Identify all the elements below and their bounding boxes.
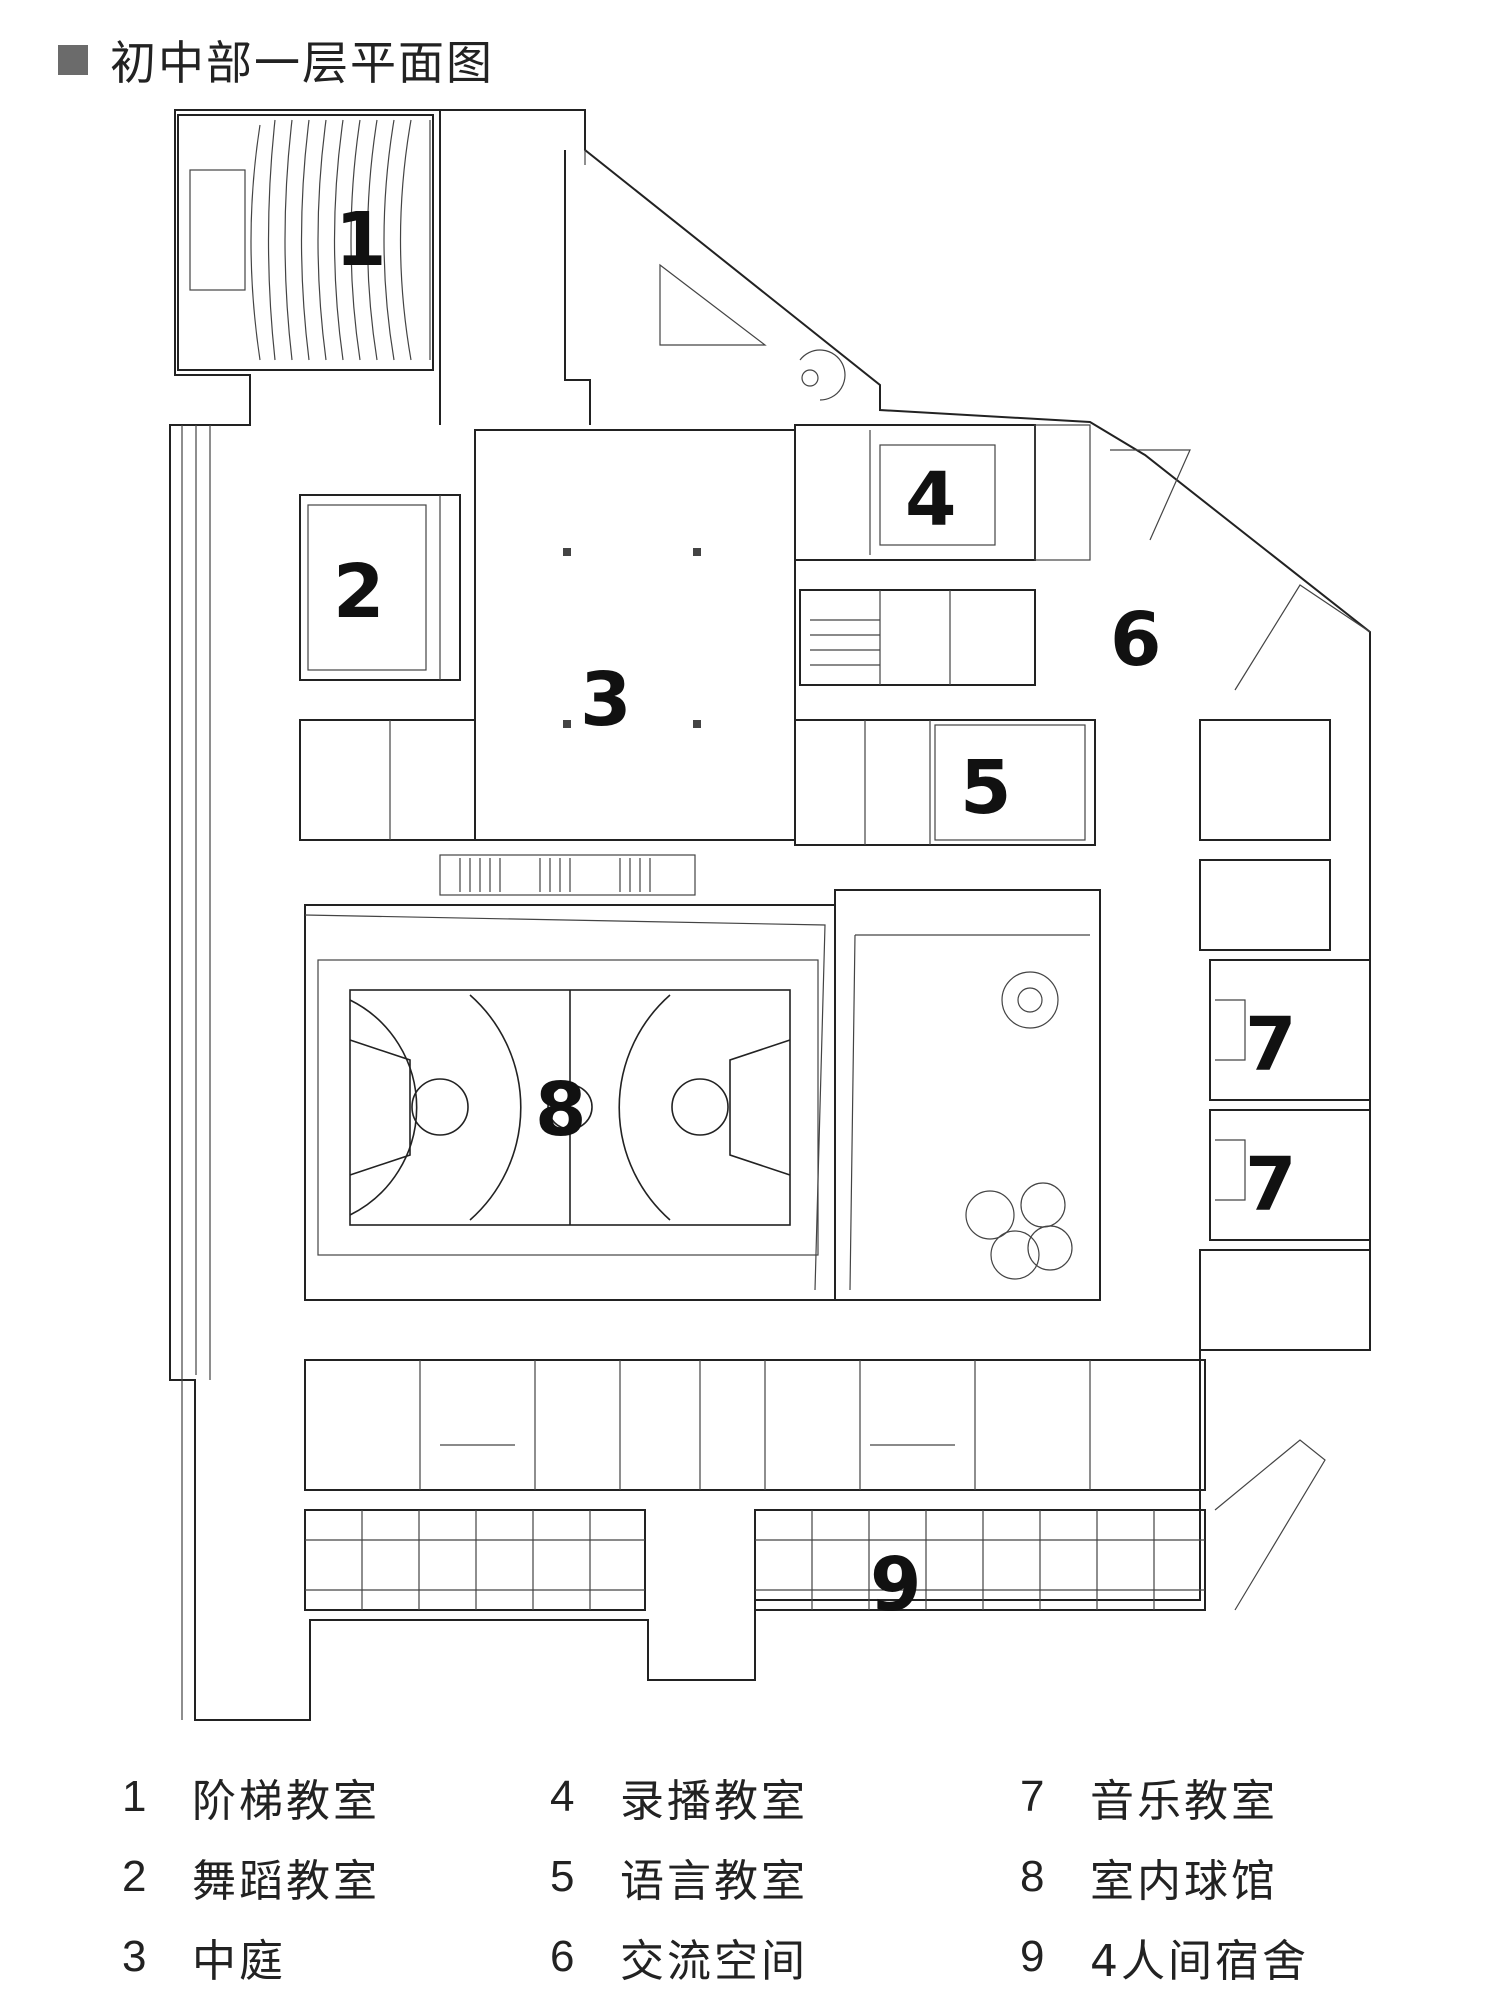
plan-numbers: 1 2 3 4 5 6 7 7 8 9 — [333, 197, 1297, 1628]
plan-number-1: 1 — [335, 197, 387, 283]
dormitories — [304, 1439, 1326, 1611]
legend-item-9: 9 4人间宿舍 — [1020, 1932, 1309, 1987]
plan-number-7b: 7 — [1245, 1142, 1297, 1228]
entrance-hall — [439, 110, 846, 425]
dance-room — [299, 494, 461, 681]
legend-item-6: 6 交流空间 — [550, 1932, 808, 1987]
plan-number-2: 2 — [333, 549, 385, 635]
plan-number-5: 5 — [960, 745, 1012, 831]
recording-room — [794, 424, 1091, 561]
play-area — [834, 889, 1101, 1301]
plan-number-6: 6 — [1110, 597, 1162, 683]
communication-space — [1110, 449, 1371, 691]
offices-west — [299, 719, 476, 841]
language-room — [794, 719, 1096, 846]
plan-number-7a: 7 — [1245, 1002, 1297, 1088]
outer-walls — [169, 109, 1371, 1721]
south-classrooms — [304, 1359, 1206, 1491]
legend-item-3: 3 中庭 — [122, 1932, 286, 1987]
plan-number-3: 3 — [580, 657, 632, 743]
plan-number-9: 9 — [870, 1542, 922, 1628]
east-wing — [1199, 719, 1371, 1351]
page-title: 初中部一层平面图 — [110, 36, 494, 90]
indoor-gym — [304, 904, 836, 1301]
legend-item-5: 5 语言教室 — [550, 1852, 808, 1907]
legend-item-4: 4 录播教室 — [550, 1772, 808, 1827]
stairs-east — [799, 589, 1036, 686]
legend-item-2: 2 舞蹈教室 — [122, 1852, 380, 1907]
legend-item-8: 8 室内球馆 — [1020, 1852, 1278, 1907]
title-square-icon — [58, 45, 88, 75]
bleachers — [439, 854, 696, 896]
atrium — [474, 429, 796, 841]
plan-number-4: 4 — [905, 457, 957, 543]
floor-plan: 1 2 3 4 5 6 7 7 8 9 — [169, 109, 1371, 1721]
legend-item-1: 1 阶梯教室 — [122, 1772, 380, 1827]
legend-item-7: 7 音乐教室 — [1020, 1772, 1278, 1827]
plan-number-8: 8 — [535, 1067, 587, 1153]
title-bar: 初中部一层平面图 — [58, 30, 494, 90]
lecture-hall — [177, 114, 441, 371]
